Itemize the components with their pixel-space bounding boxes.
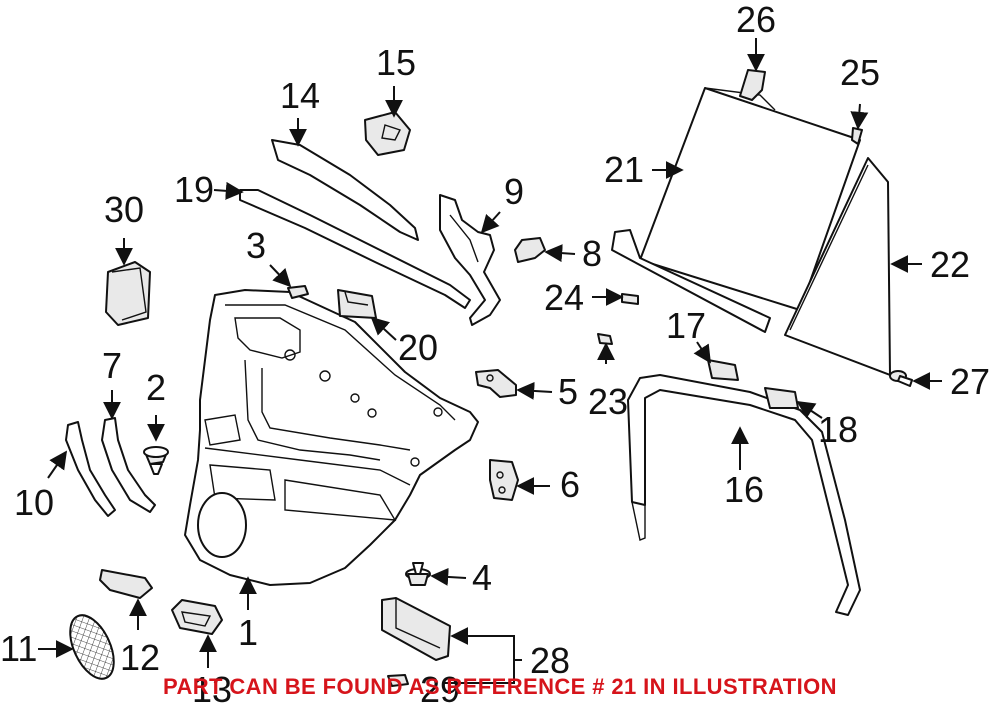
callout-24: 24 xyxy=(544,277,584,318)
callout-26: 26 xyxy=(736,0,776,40)
callout-9: 9 xyxy=(504,171,524,212)
seal-frame-16-part[interactable] xyxy=(627,374,861,616)
callout-19: 19 xyxy=(174,169,214,210)
callout-15: 15 xyxy=(376,42,416,83)
bracket-5-part[interactable] xyxy=(475,369,517,398)
clip-20-part[interactable] xyxy=(337,289,377,319)
clip-3-part[interactable] xyxy=(287,285,309,299)
callout-14: 14 xyxy=(280,75,320,116)
callout-10: 10 xyxy=(14,482,54,523)
trim-10-part[interactable] xyxy=(65,421,116,517)
clip-2-part[interactable] xyxy=(143,446,169,475)
callout-3: 3 xyxy=(246,225,266,266)
callout-5: 5 xyxy=(558,371,578,412)
clip-18-part[interactable] xyxy=(764,387,799,409)
callout-21: 21 xyxy=(604,149,644,190)
grip-trim-7-part[interactable] xyxy=(101,417,156,513)
callout-4: 4 xyxy=(472,557,492,598)
carrier-bracket-9-part[interactable] xyxy=(439,194,501,326)
callout-29: 29 xyxy=(420,669,460,705)
screw-27-part[interactable] xyxy=(889,370,913,387)
handle-cover-12-part[interactable] xyxy=(99,569,153,599)
armrest-pad-28-part[interactable] xyxy=(381,597,451,661)
bracket-6-part[interactable] xyxy=(489,459,519,501)
callout-25: 25 xyxy=(840,52,880,93)
callout-18: 18 xyxy=(818,409,858,450)
switch-15-part[interactable] xyxy=(364,111,411,156)
callout-12: 12 xyxy=(120,637,160,678)
clip-24-part[interactable] xyxy=(621,293,639,305)
callout-16: 16 xyxy=(724,469,764,510)
speaker-grille-part[interactable] xyxy=(61,609,122,686)
callout-2: 2 xyxy=(146,367,166,408)
reference-notice: PART CAN BE FOUND AS REFERENCE # 21 IN I… xyxy=(163,674,837,699)
callout-23: 23 xyxy=(588,381,628,422)
switch-cover-30-part[interactable] xyxy=(105,261,151,326)
clip-17-part[interactable] xyxy=(707,359,739,381)
door-panel-part[interactable] xyxy=(184,289,479,586)
callout-6: 6 xyxy=(560,464,580,505)
clip-23-part[interactable] xyxy=(597,333,613,345)
callout-27: 27 xyxy=(950,361,990,402)
callout-11: 11 xyxy=(0,628,37,669)
callout-13: 13 xyxy=(192,669,232,705)
callout-8: 8 xyxy=(582,233,602,274)
callout-28: 28 xyxy=(530,640,570,681)
callout-17: 17 xyxy=(666,305,706,346)
callout-7: 7 xyxy=(102,345,122,386)
clip-4-part[interactable] xyxy=(405,562,431,586)
callout-30: 30 xyxy=(104,189,144,230)
seal-strip-19-part[interactable] xyxy=(239,189,471,309)
pull-handle-13-part[interactable] xyxy=(171,599,223,635)
bracket-8-part[interactable] xyxy=(514,237,546,263)
callout-20: 20 xyxy=(398,327,438,368)
trim-strip-14-part[interactable] xyxy=(271,139,419,241)
clip-25-part[interactable] xyxy=(851,127,863,145)
callout-1: 1 xyxy=(238,612,258,653)
part-29[interactable] xyxy=(387,674,409,687)
callout-22: 22 xyxy=(930,244,970,285)
